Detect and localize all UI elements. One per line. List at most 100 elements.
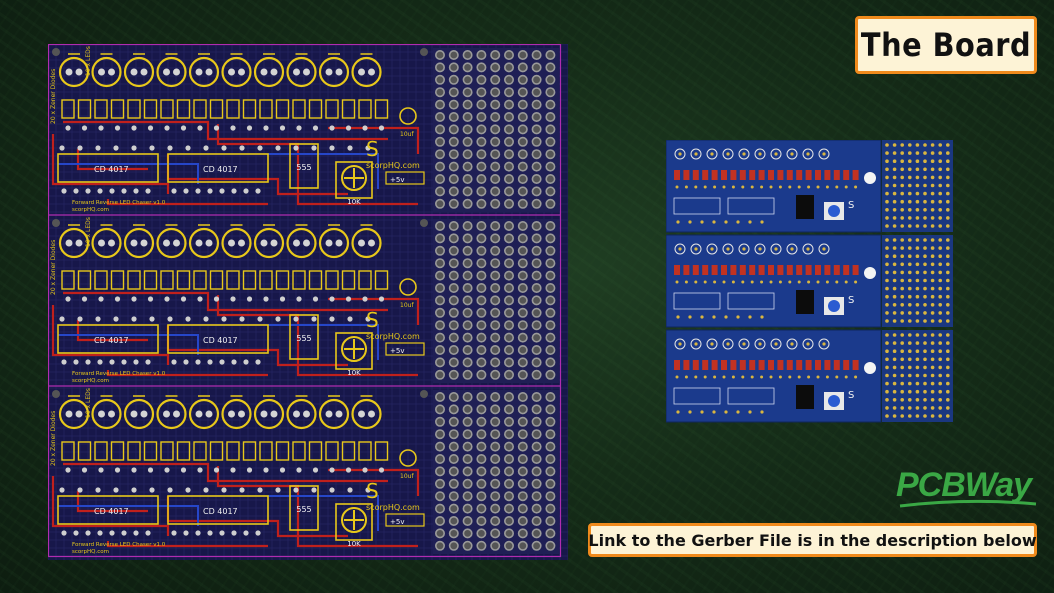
render-proto-pad — [923, 254, 927, 258]
copper-traces-bottom — [58, 495, 379, 531]
proto-pad — [490, 516, 501, 527]
render-proto-pad — [885, 143, 889, 147]
led-outline — [351, 227, 382, 259]
render-proto-pad — [946, 333, 950, 337]
led-pad — [75, 68, 83, 76]
resistor-pad — [230, 125, 236, 131]
render-led — [674, 338, 686, 350]
silkscreen-website: scorpHQ.com — [72, 378, 109, 384]
resistor-outline — [110, 99, 125, 119]
proto-pad — [517, 124, 528, 135]
render-pad — [797, 375, 801, 379]
via-pad — [257, 487, 263, 493]
render-proto-pad — [908, 406, 912, 410]
render-proto-pad — [885, 406, 889, 410]
pot-label: 10K — [347, 198, 361, 206]
proto-pad — [531, 161, 542, 172]
render-pad — [835, 375, 839, 379]
render-pad — [825, 185, 829, 189]
render-proto-pad — [915, 224, 920, 228]
proto-pad — [476, 369, 487, 380]
render-proto-pad — [930, 159, 935, 163]
via-pad — [203, 145, 209, 151]
proto-pad — [462, 357, 473, 368]
proto-pad — [434, 516, 445, 527]
render-proto-pad — [930, 414, 935, 418]
render-led-pad — [806, 342, 810, 346]
render-proto-pad — [892, 159, 897, 163]
render-proto-pad — [938, 319, 942, 323]
led-pad — [98, 68, 105, 76]
proto-pad — [517, 283, 528, 294]
proto-pad — [448, 491, 459, 502]
resistor-pad — [312, 125, 319, 131]
ic-pin — [97, 188, 103, 194]
render-proto-pad — [908, 389, 912, 394]
proto-pad — [476, 270, 487, 281]
render-proto-pad — [908, 294, 912, 299]
gerber-link-banner[interactable]: Link to the Gerber File is in the descri… — [588, 523, 1037, 557]
proto-pad — [476, 332, 487, 343]
ic-pin — [207, 188, 213, 194]
render-logo-letter: S — [848, 200, 854, 211]
copper-traces-bottom — [58, 153, 379, 189]
render-pad — [713, 375, 717, 379]
render-proto-pad — [930, 262, 935, 267]
proto-pad — [517, 392, 528, 402]
render-pin — [736, 220, 740, 224]
proto-pad — [448, 149, 459, 160]
render-resistor — [711, 170, 718, 180]
proto-pad — [531, 369, 542, 380]
render-resistor — [815, 265, 821, 275]
led-pad — [130, 239, 138, 247]
resistor-pad — [329, 296, 335, 302]
proto-pad — [531, 416, 542, 427]
ic-pin — [97, 530, 103, 536]
via-pad — [113, 487, 119, 493]
render-logo-letter: S — [848, 390, 854, 401]
led-pad — [238, 239, 245, 247]
proto-pad — [545, 87, 556, 98]
resistor-pad — [378, 296, 385, 302]
render-proto-pad — [915, 254, 920, 258]
resistor-pad — [312, 296, 319, 302]
proto-pad — [545, 491, 556, 502]
proto-pad — [448, 270, 459, 281]
render-proto-pad — [930, 365, 935, 370]
proto-pad — [531, 186, 542, 197]
led-pad — [293, 68, 300, 76]
render-proto-pad — [930, 349, 935, 353]
proto-pad — [490, 87, 501, 98]
render-pad — [760, 280, 764, 284]
render-pad — [731, 185, 735, 189]
proto-pad — [448, 540, 459, 551]
proto-pad — [503, 112, 514, 123]
proto-pad — [434, 50, 445, 60]
ic-pin — [183, 359, 189, 365]
proto-pad — [517, 99, 528, 110]
render-pin — [748, 220, 752, 224]
render-pin — [760, 220, 764, 224]
resistor-pad — [329, 125, 335, 131]
led-pad — [205, 239, 213, 247]
render-pin — [748, 410, 752, 414]
proto-pad — [531, 404, 542, 415]
resistor-pad — [65, 296, 71, 302]
via-pad — [59, 316, 65, 322]
render-proto-pad — [946, 389, 950, 394]
proto-pad — [517, 429, 528, 440]
proto-pad — [517, 478, 528, 489]
resistor-outline — [160, 99, 174, 119]
ic-outline — [167, 324, 269, 354]
render-pad — [741, 280, 745, 284]
render-proto-pad — [923, 398, 927, 402]
proto-pad — [545, 161, 556, 172]
render-proto-pad — [885, 262, 889, 267]
render-pin — [676, 410, 680, 414]
render-proto-pad — [938, 151, 942, 155]
proto-pad — [531, 62, 542, 73]
render-led — [690, 338, 702, 350]
render-pad — [778, 185, 782, 189]
led-pad — [238, 68, 245, 76]
